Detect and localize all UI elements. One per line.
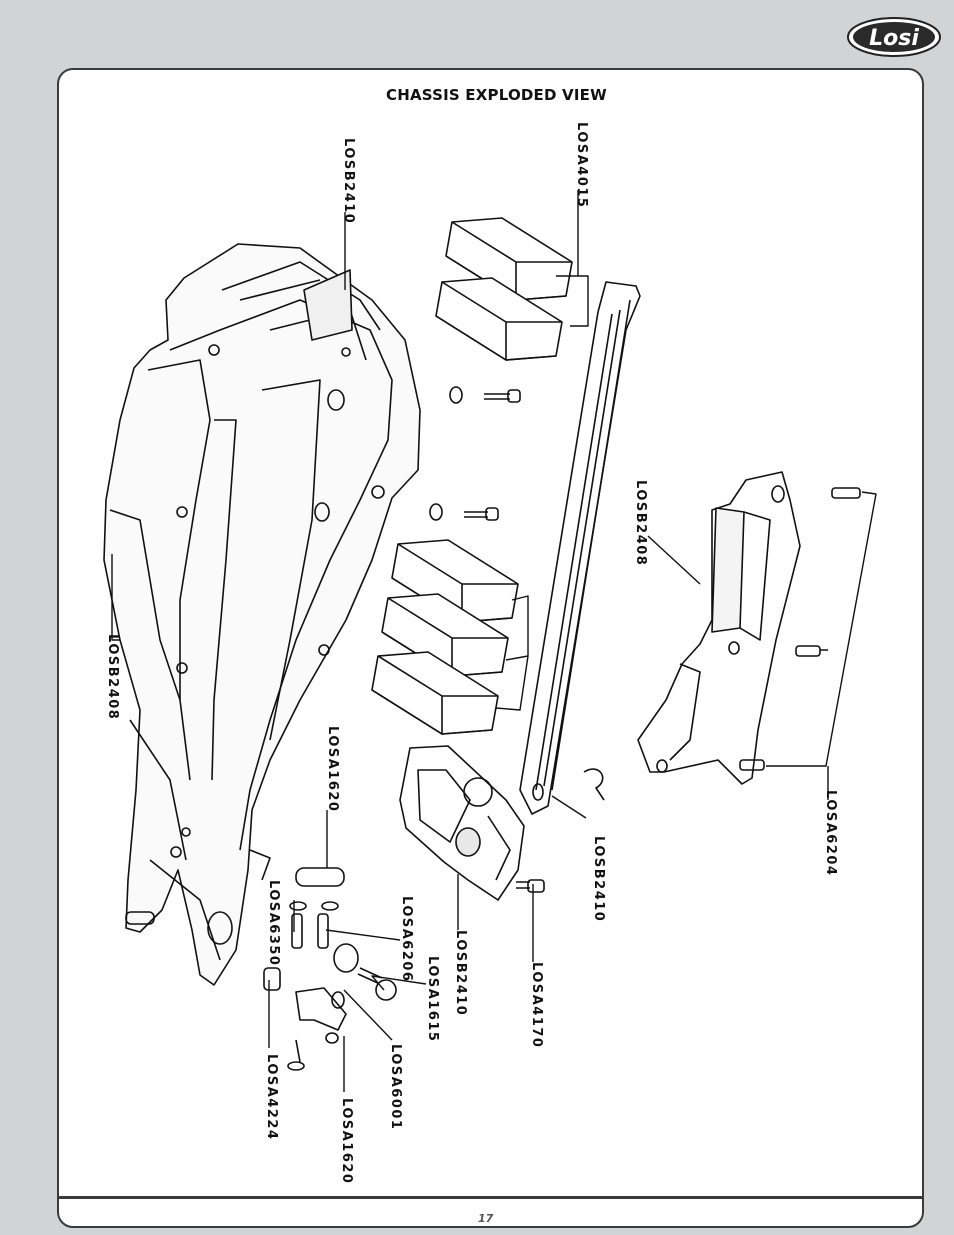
side-guard-right bbox=[637, 471, 801, 785]
callout-losb2410-top: LOSB2410 bbox=[341, 138, 356, 225]
callout-losa6206: LOSA6206 bbox=[399, 896, 414, 983]
callout-losb2410-right: LOSB2410 bbox=[591, 836, 606, 923]
washers-screws bbox=[429, 386, 521, 521]
weight-blocks-top bbox=[435, 217, 573, 361]
page-title: CHASSIS EXPLODED VIEW bbox=[386, 86, 607, 104]
weight-blocks-bottom bbox=[371, 539, 519, 735]
callout-losa6350: LOSA6350 bbox=[266, 880, 281, 967]
svg-text:Losi: Losi bbox=[869, 26, 919, 51]
callout-losa6204: LOSA6204 bbox=[823, 790, 838, 877]
callout-losb2410-mid: LOSB2410 bbox=[453, 930, 468, 1017]
page-number: 17 bbox=[478, 1212, 494, 1225]
callout-losa4015: LOSA4015 bbox=[574, 122, 589, 209]
chassis-rail bbox=[519, 281, 641, 815]
footer-divider bbox=[57, 1196, 924, 1199]
rear-bracket bbox=[399, 745, 525, 901]
callout-losb2408-right: LOSB2408 bbox=[633, 480, 648, 567]
callout-losa1615: LOSA1615 bbox=[425, 956, 440, 1043]
callout-losa1620-bottom: LOSA1620 bbox=[339, 1098, 354, 1185]
small-hardware bbox=[263, 487, 861, 1071]
leader-lines bbox=[111, 190, 877, 1092]
losi-logo: Losi bbox=[847, 17, 941, 57]
callout-losa4224: LOSA4224 bbox=[264, 1054, 279, 1141]
callout-losb2408-left: LOSB2408 bbox=[105, 634, 120, 721]
callout-losa6001: LOSA6001 bbox=[388, 1044, 403, 1131]
main-chassis bbox=[103, 243, 421, 986]
callout-losa1620-top: LOSA1620 bbox=[325, 726, 340, 813]
callout-losa4170: LOSA4170 bbox=[529, 962, 544, 1049]
